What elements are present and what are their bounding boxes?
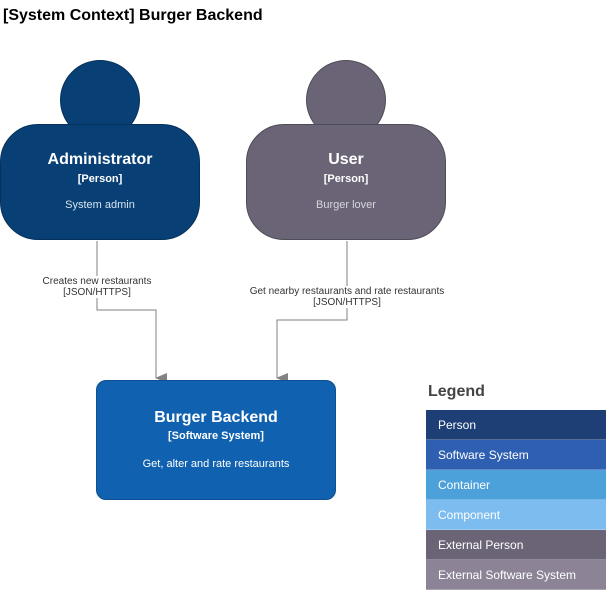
edge-label-admin: Creates new restaurants [JSON/HTTPS] <box>34 276 160 298</box>
system-type: [Software System] <box>168 430 264 442</box>
edge-admin-to-system <box>96 241 167 383</box>
legend-item-container: Container <box>426 470 606 500</box>
person-body: Administrator [Person] System admin <box>0 124 200 240</box>
edge-label-text: Get nearby restaurants and rate restaura… <box>249 286 445 297</box>
edge-label-text: Creates new restaurants <box>42 276 152 287</box>
person-type: [Person] <box>323 173 369 185</box>
legend-item-person: Person <box>426 410 606 440</box>
person-type: [Person] <box>77 173 123 185</box>
person-body: User [Person] Burger lover <box>246 124 446 240</box>
edge-label-user: Get nearby restaurants and rate restaura… <box>236 286 458 308</box>
legend: Person Software System Container Compone… <box>426 410 606 590</box>
person-user: User [Person] Burger lover <box>246 60 446 241</box>
legend-item-software-system: Software System <box>426 440 606 470</box>
edge-label-technology: [JSON/HTTPS] <box>63 287 131 298</box>
person-description: System admin <box>65 199 135 211</box>
legend-item-external-software-system: External Software System <box>426 560 606 590</box>
legend-item-external-person: External Person <box>426 530 606 560</box>
person-name: User <box>328 151 364 168</box>
system-name: Burger Backend <box>154 409 278 426</box>
edge-label-technology: [JSON/HTTPS] <box>313 297 381 308</box>
person-name: Administrator <box>47 151 153 168</box>
legend-title: Legend <box>428 383 485 400</box>
legend-item-component: Component <box>426 500 606 530</box>
edge-user-to-system <box>276 241 348 383</box>
diagram-title: [System Context] Burger Backend <box>3 7 263 24</box>
person-description: Burger lover <box>316 199 376 211</box>
system-description: Get, alter and rate restaurants <box>142 458 290 470</box>
software-system-burger-backend: Burger Backend [Software System] Get, al… <box>96 380 336 500</box>
person-administrator: Administrator [Person] System admin <box>0 60 200 241</box>
